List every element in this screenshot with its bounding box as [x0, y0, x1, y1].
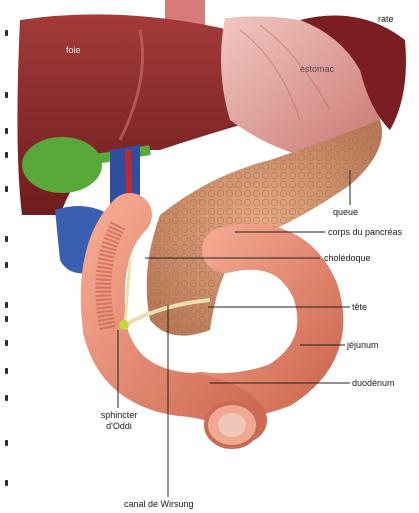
label-choledoque: cholédoque — [324, 253, 371, 264]
label-sphincter-d-oddi: sphincter d'Oddi — [92, 410, 146, 432]
label-jejunum: jéjunum — [347, 340, 379, 351]
label-rate: rate — [378, 14, 394, 25]
label-foie: foie — [66, 45, 81, 56]
label-corps-du-pancreas: corps du pancréas — [328, 227, 402, 238]
label-queue: queue — [333, 207, 358, 218]
label-canal-de-wirsung: canal de Wirsung — [124, 499, 194, 510]
jejunum — [200, 247, 320, 396]
oddi-sphincter — [119, 320, 129, 330]
label-tete: tête — [352, 302, 367, 313]
gallbladder — [22, 137, 102, 193]
label-duodenum: duodénum — [352, 378, 395, 389]
label-estomac: estomac — [300, 64, 334, 75]
